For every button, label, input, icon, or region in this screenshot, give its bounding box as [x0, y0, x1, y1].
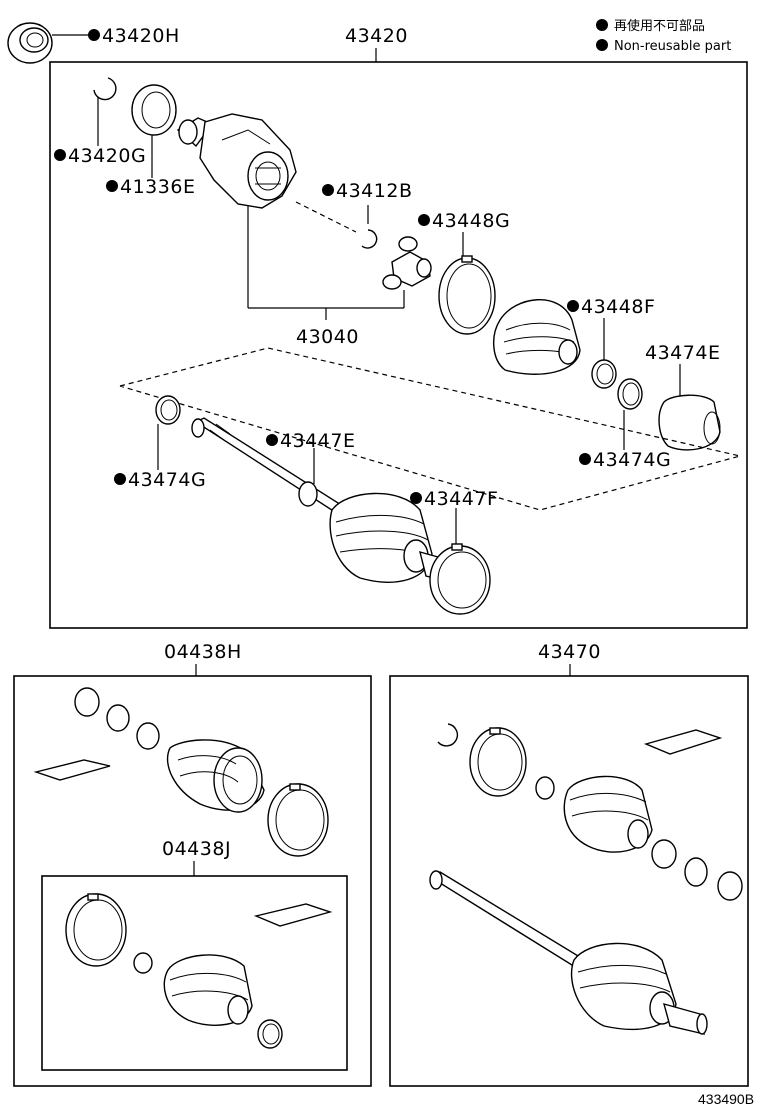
label-43040[interactable]: 43040 [296, 326, 359, 348]
label-43448F[interactable]: 43448F [581, 296, 655, 318]
part-41336E-seal[interactable] [131, 84, 177, 178]
legend-en-text: Non-reusable part [614, 39, 731, 54]
non-reusable-bullet-icon [266, 434, 278, 446]
kit-43470-contents[interactable] [429, 723, 743, 1035]
part-43412B-circlip[interactable] [361, 205, 378, 249]
label-04438H[interactable]: 04438H [164, 641, 242, 663]
legend-bullet-icon [596, 39, 608, 51]
grease-packet-icon [33, 759, 111, 781]
inboard-boot[interactable] [493, 299, 581, 375]
part-43474E-damper[interactable] [658, 364, 721, 451]
label-43420H[interactable]: 43420H [102, 25, 180, 47]
part-43040-tripod[interactable] [248, 236, 432, 320]
non-reusable-bullet-icon [567, 300, 579, 312]
label-43447F[interactable]: 43447F [424, 488, 498, 510]
legend-jp-text: 再使用不可部品 [614, 18, 705, 34]
non-reusable-bullet-icon [106, 180, 118, 192]
label-43474E[interactable]: 43474E [645, 342, 720, 364]
kit-04438J-contents[interactable] [65, 893, 333, 1049]
legend: 再使用不可部品 Non-reusable part [596, 18, 731, 54]
kit-04438H-frame [13, 675, 372, 1087]
label-43420[interactable]: 43420 [345, 25, 408, 47]
non-reusable-bullet-icon [418, 214, 430, 226]
label-43412B[interactable]: 43412B [336, 180, 412, 202]
shaft-subassembly-outline [119, 347, 741, 511]
label-43448G[interactable]: 43448G [432, 210, 510, 232]
grease-packet-icon [643, 729, 723, 755]
part-43447F-boot-clamp[interactable] [429, 508, 491, 615]
label-43420G[interactable]: 43420G [68, 145, 146, 167]
label-43474G-left[interactable]: 43474G [128, 469, 206, 491]
part-43420G-snap-ring[interactable] [93, 77, 117, 146]
legend-bullet-icon [596, 19, 608, 31]
non-reusable-bullet-icon [54, 149, 66, 161]
part-43420H-seal[interactable] [7, 22, 88, 64]
non-reusable-bullet-icon [579, 453, 591, 465]
inboard-joint-housing[interactable] [176, 113, 297, 308]
label-41336E[interactable]: 41336E [120, 176, 195, 198]
non-reusable-bullet-icon [88, 29, 100, 41]
kit-43470-frame [389, 675, 749, 1087]
kit-04438J-frame [41, 875, 348, 1071]
assembly-43420-frame [49, 61, 748, 629]
part-43474G-clamp-left[interactable] [155, 395, 181, 470]
label-43447E[interactable]: 43447E [280, 430, 355, 452]
label-43474G-right[interactable]: 43474G [593, 449, 671, 471]
part-43448G-boot-clamp[interactable] [438, 232, 496, 335]
kit-04438H-contents[interactable] [33, 687, 329, 857]
label-04438J[interactable]: 04438J [162, 838, 231, 860]
grease-packet-icon [253, 903, 333, 927]
part-43474G-clamp-right[interactable] [617, 378, 643, 450]
non-reusable-bullet-icon [410, 492, 422, 504]
diagram-code: 433490B [698, 1091, 754, 1107]
non-reusable-bullet-icon [114, 473, 126, 485]
part-43448F-boot-clamp[interactable] [591, 318, 617, 389]
label-43470[interactable]: 43470 [538, 641, 601, 663]
non-reusable-bullet-icon [322, 184, 334, 196]
